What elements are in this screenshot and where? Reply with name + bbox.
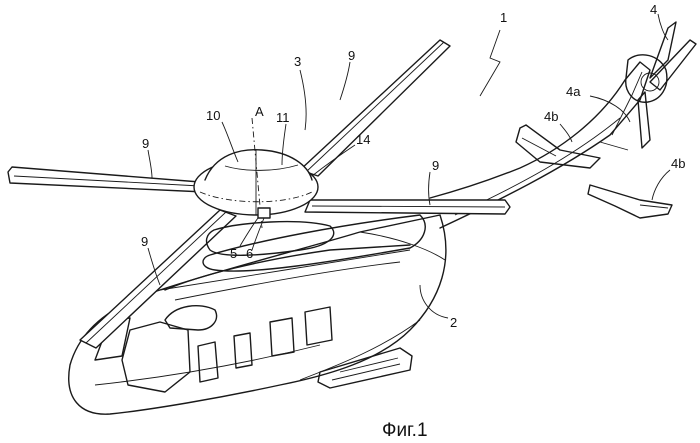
- label-10: 10: [206, 108, 220, 123]
- label-4b-lower: 4b: [671, 156, 685, 171]
- label-9-right: 9: [432, 158, 439, 173]
- label-4a: 4a: [566, 84, 581, 99]
- rotor-blade-right: [304, 199, 511, 215]
- label-4: 4: [650, 2, 657, 17]
- rotor-blade-left: [7, 166, 206, 193]
- engine-cowling: [164, 214, 426, 301]
- label-5: 5: [230, 246, 237, 261]
- label-9-top: 9: [348, 48, 355, 63]
- label-14: 14: [356, 132, 370, 147]
- label-9-left: 9: [142, 136, 149, 151]
- label-6: 6: [246, 246, 253, 261]
- reference-labels: 1 2 3 4 4a 4b 4b 5 6 9 9 9 9 10 11 14 A: [141, 2, 685, 330]
- leader-lines: [147, 13, 671, 319]
- label-2: 2: [450, 315, 457, 330]
- horizontal-stabilizer: [515, 124, 673, 219]
- tail-rotor: [625, 21, 697, 149]
- label-11: 11: [276, 110, 290, 125]
- label-3: 3: [294, 54, 301, 69]
- label-9-lower: 9: [141, 234, 148, 249]
- label-axis-A: A: [255, 104, 264, 119]
- rotor-blade-upper-right: [299, 39, 451, 177]
- figure-caption: Фиг.1: [382, 420, 428, 441]
- label-4b-upper: 4b: [544, 109, 558, 124]
- rotor-hub: [193, 117, 335, 256]
- cabin-windows: [197, 306, 333, 383]
- landing-gear-sponson: [317, 347, 413, 389]
- label-1: 1: [500, 10, 507, 25]
